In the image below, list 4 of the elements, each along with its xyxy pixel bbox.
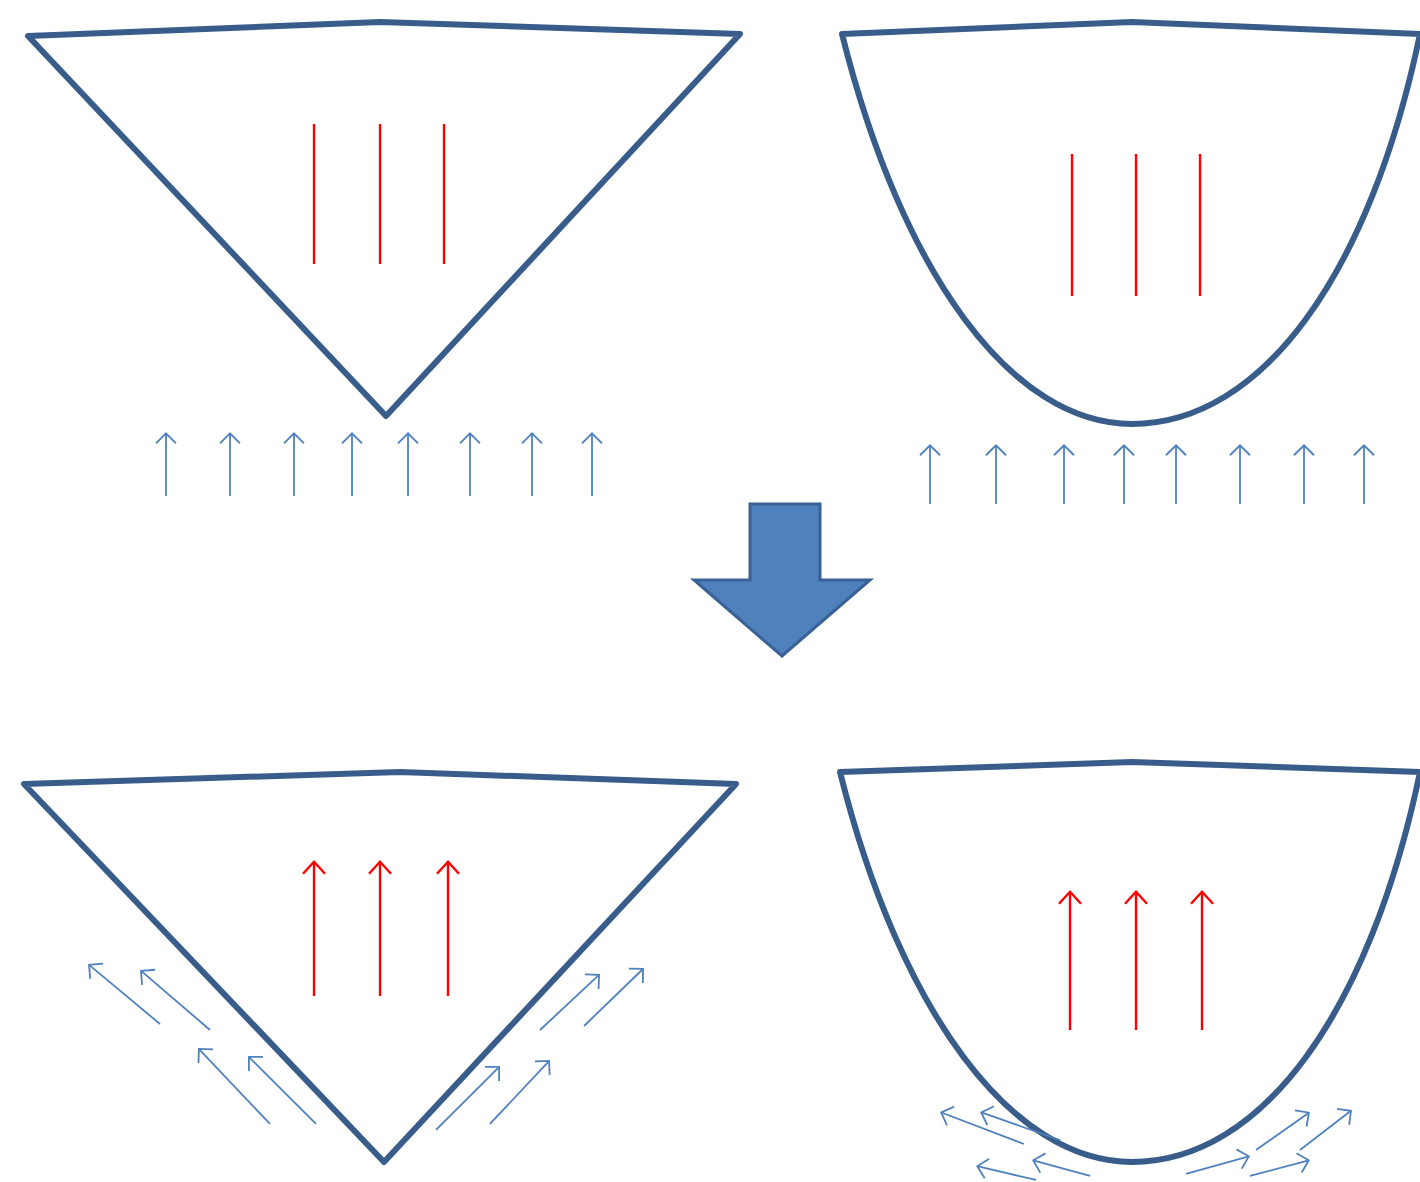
bowl-shape [837, 759, 1420, 1165]
triangle-shape [21, 769, 739, 1165]
bowl-shape [839, 19, 1420, 427]
triangle-shape [25, 19, 743, 419]
